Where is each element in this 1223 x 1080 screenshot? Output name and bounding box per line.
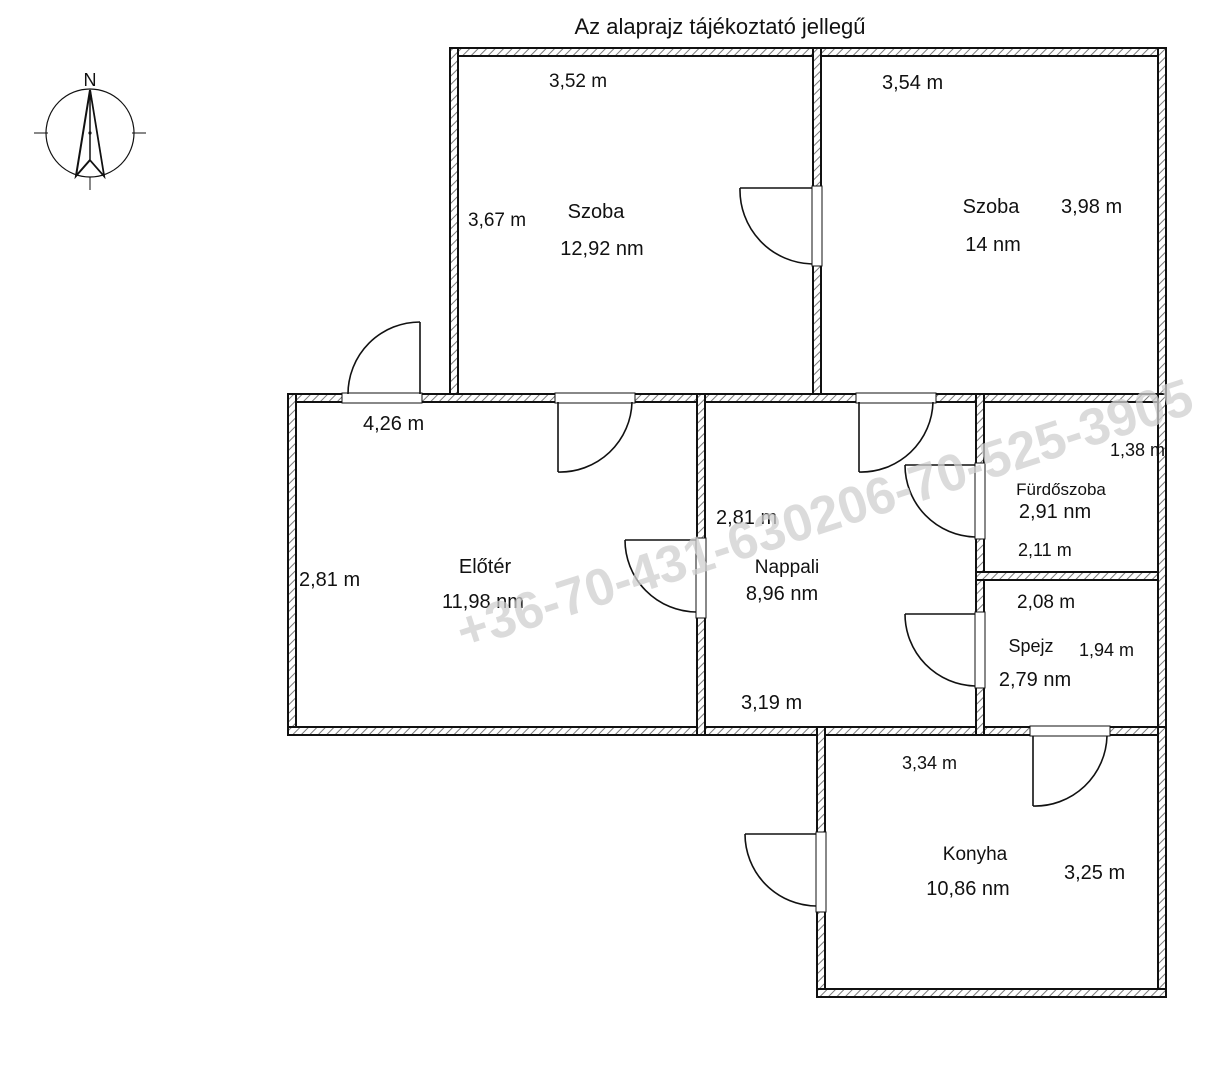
dim-furdoszoba-top: 1,38 m [1110, 440, 1165, 460]
room-spejz: 2,08 m Spejz 1,94 m 2,79 nm [999, 592, 1134, 691]
door-konyha-exterior-icon [744, 833, 817, 907]
dim-konyha-side: 3,25 m [1064, 862, 1125, 884]
door-eloter-nappali-icon [624, 539, 697, 613]
wall-mid-left [287, 393, 297, 736]
room-furdoszoba: 1,38 m Fürdőszoba 2,91 nm 2,11 m [1016, 440, 1165, 560]
door-nappali-top-icon [858, 401, 934, 473]
room-szoba-1: 3,52 m 3,67 m Szoba 12,92 nm [468, 71, 644, 260]
door-furdoszoba-icon [904, 464, 976, 538]
room-area-konyha: 10,86 nm [926, 878, 1009, 900]
wall-nappali-furdo [975, 393, 985, 736]
door-eloter-top-icon [557, 401, 633, 473]
door-entrance-icon [347, 321, 421, 395]
wall-top [449, 47, 1167, 57]
wall-konyha-right [1157, 726, 1167, 998]
room-name-szoba2: Szoba [963, 196, 1021, 218]
room-name-eloter: Előtér [459, 556, 512, 578]
room-nappali: 2,81 m Nappali 8,96 nm 3,19 m [716, 507, 819, 714]
door-openings [341, 185, 1111, 913]
dim-spejz-side: 1,94 m [1079, 640, 1134, 660]
room-eloter: 4,26 m 2,81 m Előtér 11,98 nm [299, 413, 524, 613]
dim-szoba1-side: 3,67 m [468, 210, 526, 231]
dim-furdoszoba-bottom: 2,11 m [1018, 540, 1072, 560]
room-area-eloter: 11,98 nm [442, 591, 524, 613]
room-area-spejz: 2,79 nm [999, 669, 1071, 691]
room-konyha: 3,34 m Konyha 10,86 nm 3,25 m [902, 753, 1125, 900]
dim-szoba1-top: 3,52 m [549, 71, 607, 92]
wall-furdo-spejz [975, 571, 1167, 581]
door-szoba-icon [739, 187, 813, 265]
dim-spejz-top: 2,08 m [1017, 592, 1075, 613]
room-name-furdoszoba: Fürdőszoba [1016, 480, 1106, 499]
compass-icon: N [34, 70, 146, 190]
dim-nappali-bottom: 3,19 m [741, 692, 802, 714]
dim-nappali-top: 2,81 m [716, 507, 777, 529]
doors [347, 187, 1108, 907]
wall-top-right [1157, 47, 1167, 401]
room-area-nappali: 8,96 nm [746, 583, 818, 605]
room-name-konyha: Konyha [943, 844, 1008, 865]
room-area-szoba2: 14 nm [965, 234, 1021, 256]
door-konyha-top-icon [1032, 735, 1108, 807]
room-name-spejz: Spejz [1008, 636, 1053, 656]
room-area-szoba1: 12,92 nm [560, 238, 643, 260]
dim-szoba2-top: 3,54 m [882, 72, 943, 94]
door-spejz-icon [904, 613, 976, 687]
dim-szoba2-side: 3,98 m [1061, 196, 1122, 218]
room-area-furdoszoba: 2,91 nm [1019, 501, 1091, 523]
dim-konyha-top: 3,34 m [902, 753, 957, 773]
wall-top-left [449, 47, 459, 395]
room-name-szoba1: Szoba [568, 201, 626, 223]
room-name-nappali: Nappali [755, 557, 819, 578]
compass-north-label: N [84, 70, 97, 90]
dim-eloter-top: 4,26 m [363, 413, 424, 435]
wall-konyha-bottom [816, 988, 1167, 998]
plan-title: Az alaprajz tájékoztató jellegű [574, 14, 865, 39]
room-szoba-2: 3,54 m 3,98 m Szoba 14 nm [882, 72, 1122, 256]
dim-eloter-side: 2,81 m [299, 569, 360, 591]
